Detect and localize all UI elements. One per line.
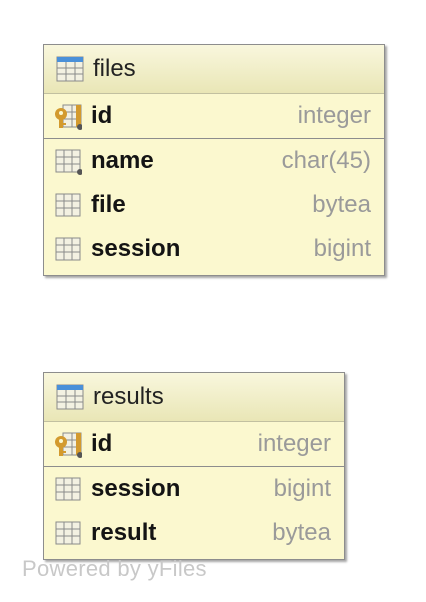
entity-header[interactable]: files [44, 45, 384, 94]
column-name: id [91, 430, 113, 457]
key-section-divider [44, 138, 384, 139]
column-type: bigint [313, 235, 371, 262]
column-row[interactable]: session bigint [44, 467, 344, 511]
column-type: integer [257, 430, 331, 457]
entity-header[interactable]: results [44, 373, 344, 422]
column-icon [54, 191, 82, 219]
column-row[interactable]: id integer [44, 422, 344, 466]
column-name: name [91, 147, 154, 174]
column-row[interactable]: name char(45) [44, 139, 384, 183]
column-name: result [91, 519, 157, 546]
key-section-divider [44, 466, 344, 467]
column-row[interactable]: id integer [44, 94, 384, 138]
column-type: integer [297, 102, 371, 129]
column-name: id [91, 102, 113, 129]
entity-files[interactable]: files id integer [43, 44, 385, 276]
column-type: char(45) [281, 147, 371, 174]
column-icon [54, 519, 82, 547]
entity-name: results [93, 383, 164, 410]
entity-name: files [93, 55, 136, 82]
watermark: Powered by yFiles [22, 556, 207, 581]
column-row[interactable]: result bytea [44, 511, 344, 555]
column-icon [54, 147, 83, 175]
primary-key-column-icon [54, 430, 83, 458]
column-icon [54, 235, 82, 263]
column-type: bytea [312, 191, 371, 218]
table-icon [56, 383, 84, 411]
primary-key-column-icon [54, 102, 83, 130]
entity-results[interactable]: results id integer [43, 372, 345, 560]
column-name: file [91, 191, 126, 218]
table-icon [56, 55, 84, 83]
column-row[interactable]: file bytea [44, 183, 384, 227]
column-icon [54, 475, 82, 503]
column-name: session [91, 235, 181, 262]
column-type: bytea [272, 519, 331, 546]
column-row[interactable]: session bigint [44, 227, 384, 271]
column-type: bigint [273, 475, 331, 502]
column-name: session [91, 475, 181, 502]
